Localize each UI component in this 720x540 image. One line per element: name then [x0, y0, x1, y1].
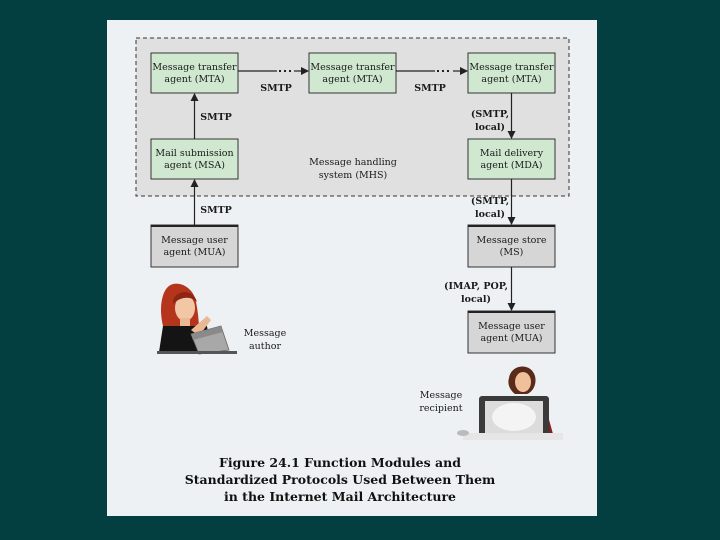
svg-text:Mail submission: Mail submission	[155, 148, 233, 159]
recipient-illustration	[457, 366, 563, 440]
mta-box-3: Message transfer agent (MTA)	[467, 52, 556, 94]
protocol-label-mda-ms-line2: local)	[475, 209, 505, 220]
mhs-label-line2: system (MHS)	[319, 170, 388, 181]
svg-text:agent (MDA): agent (MDA)	[481, 160, 543, 171]
svg-text:Message transfer: Message transfer	[469, 62, 554, 73]
mda-box: Mail delivery agent (MDA)	[467, 138, 556, 180]
protocol-label-ms-mua-line2: local)	[461, 294, 491, 305]
svg-text:agent (MUA): agent (MUA)	[163, 247, 225, 258]
mta-box-1: Message transfer agent (MTA)	[150, 52, 239, 94]
message-store-box: Message store (MS)	[467, 224, 556, 268]
mail-architecture-diagram: Message transfer agent (MTA) Message tra…	[135, 37, 570, 504]
protocol-label-mta3-mda: (SMTP,	[471, 109, 509, 120]
svg-text:Message transfer: Message transfer	[310, 62, 395, 73]
smtp-label-mta1-mta2: SMTP	[260, 83, 292, 94]
figure-caption-line3: in the Internet Mail Architecture	[224, 489, 456, 504]
figure-caption: Figure 24.1 Function Modules and	[219, 455, 461, 470]
mhs-label: Message handling	[309, 157, 397, 168]
smtp-label-mta2-mta3: SMTP	[414, 83, 446, 94]
svg-text:(MS): (MS)	[500, 247, 524, 258]
msa-box: Mail submission agent (MSA)	[150, 138, 239, 180]
protocol-label-mda-ms: (SMTP,	[471, 196, 509, 207]
smtp-label-msa-mta1: SMTP	[200, 112, 232, 123]
recipient-label-line2: recipient	[419, 403, 462, 414]
mua-recipient-box: Message user agent (MUA)	[467, 310, 556, 354]
svg-text:Message store: Message store	[476, 235, 546, 246]
figure-caption-line2: Standardized Protocols Used Between Them	[185, 472, 496, 487]
smtp-label-mua-msa: SMTP	[200, 205, 232, 216]
protocol-label-ms-mua: (IMAP, POP,	[444, 281, 508, 292]
svg-text:agent (MUA): agent (MUA)	[480, 333, 542, 344]
recipient-label: Message	[420, 390, 463, 401]
figure-panel: Message transfer agent (MTA) Message tra…	[107, 20, 597, 516]
author-label-line2: author	[249, 341, 281, 352]
protocol-label-mta3-mda-line2: local)	[475, 122, 505, 133]
author-label: Message	[244, 328, 287, 339]
svg-text:Message user: Message user	[478, 321, 545, 332]
svg-text:agent (MTA): agent (MTA)	[481, 74, 541, 85]
mua-author-box: Message user agent (MUA)	[150, 224, 239, 268]
svg-text:agent (MTA): agent (MTA)	[322, 74, 382, 85]
mta-box-2: Message transfer agent (MTA)	[308, 52, 397, 94]
svg-text:Mail delivery: Mail delivery	[480, 148, 544, 159]
svg-text:Message transfer: Message transfer	[152, 62, 237, 73]
author-illustration	[157, 283, 237, 355]
svg-text:agent (MTA): agent (MTA)	[164, 74, 224, 85]
svg-text:agent (MSA): agent (MSA)	[164, 160, 225, 171]
svg-text:Message user: Message user	[161, 235, 228, 246]
